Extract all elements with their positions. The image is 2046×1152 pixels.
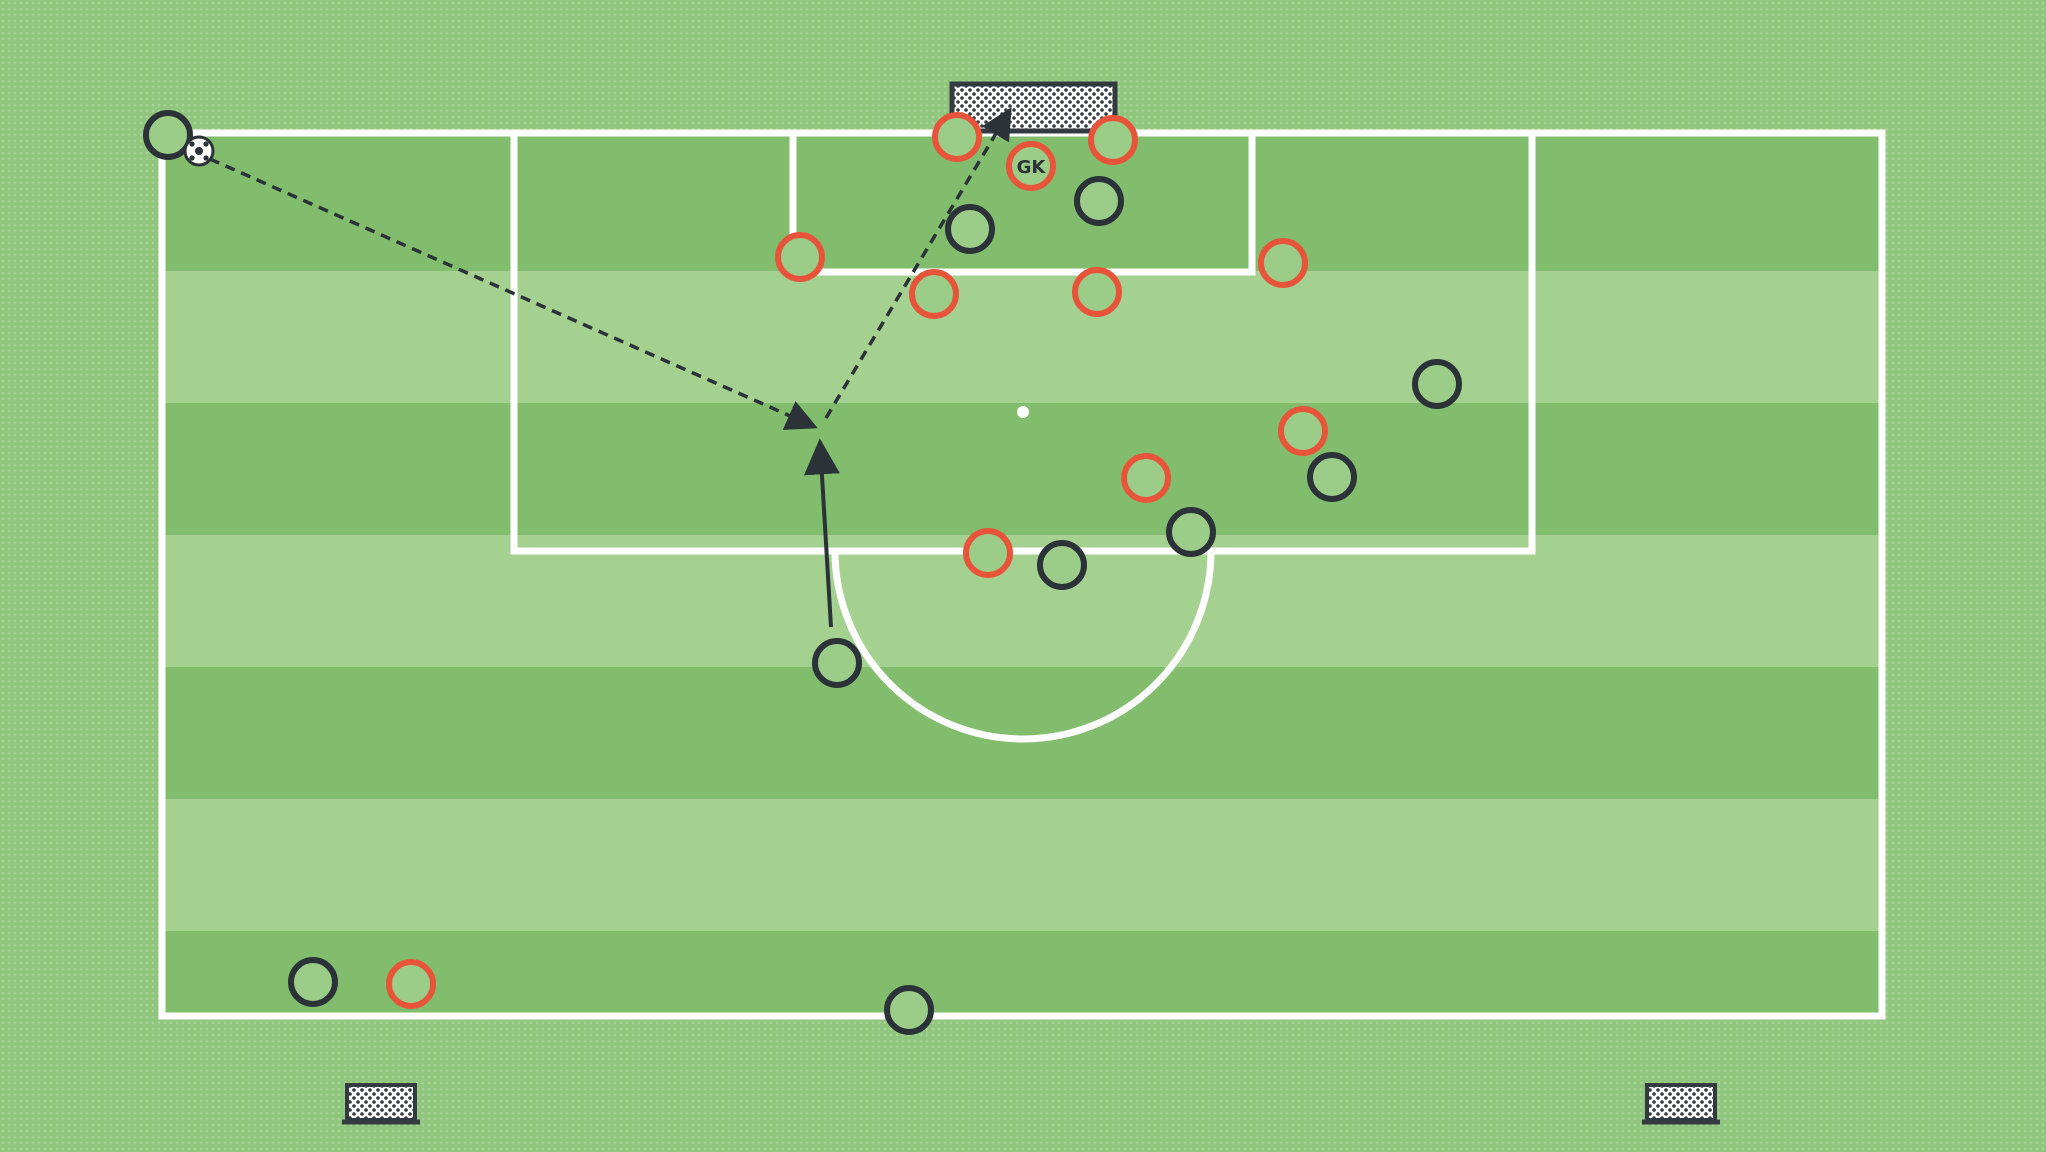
attacker-player[interactable] <box>945 204 995 254</box>
attacker-player[interactable] <box>1412 359 1462 409</box>
attacker-player[interactable] <box>1037 540 1087 590</box>
action-lines <box>209 107 1012 628</box>
defender-player[interactable] <box>909 269 959 319</box>
goal-net-icon <box>949 81 1118 134</box>
goal-area <box>789 133 1256 276</box>
penalty-spot <box>1017 406 1029 418</box>
stripe-dark <box>160 667 1882 799</box>
defender-player[interactable] <box>1121 453 1171 503</box>
defender-player[interactable] <box>1088 115 1138 165</box>
defending-team <box>386 112 1328 1009</box>
defender-player[interactable] <box>775 232 825 282</box>
attacker-player-corner-taker[interactable] <box>143 110 193 160</box>
stripe-dark <box>160 403 1882 535</box>
stripe-light <box>160 535 1882 667</box>
run-arrow <box>803 438 840 628</box>
goalkeeper-label: GK <box>1017 157 1047 178</box>
defender-player[interactable] <box>932 112 982 162</box>
attacker-player[interactable] <box>884 985 934 1035</box>
pitch-stripes <box>160 133 1882 1016</box>
stripe-dark <box>160 931 1882 1016</box>
attacker-player-runner[interactable] <box>812 638 862 688</box>
mini-goal-icon <box>342 1083 420 1125</box>
shot-arrow <box>824 107 1012 419</box>
defender-player[interactable] <box>963 528 1013 578</box>
penalty-area <box>510 133 1536 555</box>
attacker-player[interactable] <box>1166 507 1216 557</box>
pass-arrow <box>209 157 818 430</box>
goalkeeper[interactable]: GK <box>1006 141 1056 191</box>
attacker-player[interactable] <box>1307 452 1357 502</box>
attacker-player[interactable] <box>1074 176 1124 226</box>
mini-goal-icon <box>1642 1083 1720 1125</box>
attacking-team <box>143 110 1462 1035</box>
stripe-light <box>160 799 1882 931</box>
defender-player[interactable] <box>386 959 436 1009</box>
defender-player[interactable] <box>1072 267 1122 317</box>
penalty-arc <box>831 550 1215 743</box>
stripe-light <box>160 271 1882 403</box>
defender-player[interactable] <box>1258 238 1308 288</box>
attacker-player[interactable] <box>288 957 338 1007</box>
ball-icon[interactable] <box>183 135 215 167</box>
goalkeeper-player[interactable] <box>1006 141 1056 191</box>
defender-player[interactable] <box>1278 406 1328 456</box>
